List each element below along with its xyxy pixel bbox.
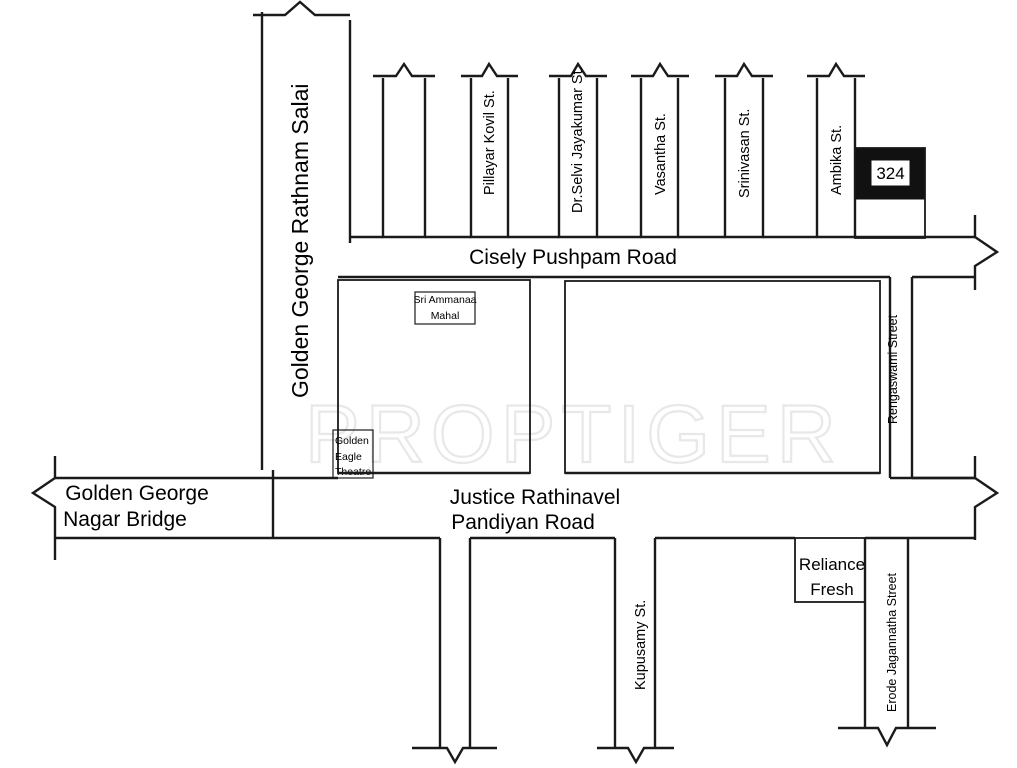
label-cisely-pushpam-road: Cisely Pushpam Road	[469, 246, 677, 269]
label-srinivasan-st: Srinivasan St.	[737, 109, 753, 198]
road-cisely-pushpam-road: Cisely Pushpam Road	[338, 235, 975, 279]
label-justice-rathinavel-line1: Justice Rathinavel	[450, 486, 620, 509]
label-rengaswami-street: Rengaswami Street	[886, 314, 900, 424]
street-unnamed-1	[373, 61, 435, 239]
box-sri-ammanaa-mahal	[414, 291, 476, 325]
road-justice-rathinavel-pandiyan-road: Justice Rathinavel Pandiyan Road	[55, 471, 975, 540]
label-bridge-line1: Golden George	[65, 482, 209, 505]
label-erode-jagannatha-street: Erode Jagannatha Street	[885, 572, 899, 712]
street-unnamed-bottom-1	[412, 538, 497, 765]
landmark-reliance-fresh: Reliance Fresh	[794, 537, 866, 603]
label-sri-ammanaa-line1: Sri Ammanaa	[413, 294, 476, 306]
road-golden-george-rathnam-salai: Golden George Rathnam Salai	[253, 0, 352, 538]
proptiger-watermark: PROPTIGER	[304, 388, 842, 481]
label-golden-george-nagar-bridge: Golden George Nagar Bridge	[63, 482, 209, 531]
map-edge-break-east-top	[973, 215, 1000, 290]
marker-324-label-bg	[870, 159, 911, 187]
label-golden-eagle-line2: Eagle	[335, 451, 362, 463]
box-golden-eagle-theatre	[332, 429, 374, 479]
label-bridge-line2: Nagar Bridge	[63, 508, 187, 531]
label-pillayar-kovil-st: Pillayar Kovil St.	[482, 90, 498, 195]
street-dr-selvi-jayakumar-st: Dr.Selvi Jayakumar St.	[549, 61, 607, 239]
label-golden-eagle-line1: Golden	[335, 435, 369, 447]
street-pillayar-kovil-st: Pillayar Kovil St.	[461, 61, 518, 239]
street-srinivasan-st: Srinivasan St.	[715, 61, 773, 239]
marker-324-number: 324	[876, 164, 904, 183]
watermark-label: PROPTIGER	[305, 389, 842, 480]
label-ambika-st: Ambika St.	[829, 125, 845, 195]
label-kupusamy-st: Kupusamy St.	[633, 600, 649, 690]
map-edge-break-east-bottom	[973, 456, 1000, 540]
label-justice-rathinavel-line2: Pandiyan Road	[451, 511, 595, 534]
street-kupusamy-st: Kupusamy St.	[597, 538, 674, 765]
label-reliance-line2: Fresh	[810, 580, 853, 599]
label-dr-selvi-jayakumar-st: Dr.Selvi Jayakumar St.	[570, 66, 586, 213]
label-sri-ammanaa-line2: Mahal	[431, 310, 460, 322]
label-golden-george-rathnam-salai: Golden George Rathnam Salai	[287, 83, 313, 398]
street-rengaswami-street: Rengaswami Street	[886, 277, 914, 478]
marker-324[interactable]: 324	[854, 147, 926, 239]
street-vasantha-st: Vasantha St.	[631, 61, 689, 239]
label-reliance-line1: Reliance	[799, 555, 865, 574]
map-edge-break-west	[30, 456, 57, 560]
label-vasantha-st: Vasantha St.	[653, 113, 669, 195]
